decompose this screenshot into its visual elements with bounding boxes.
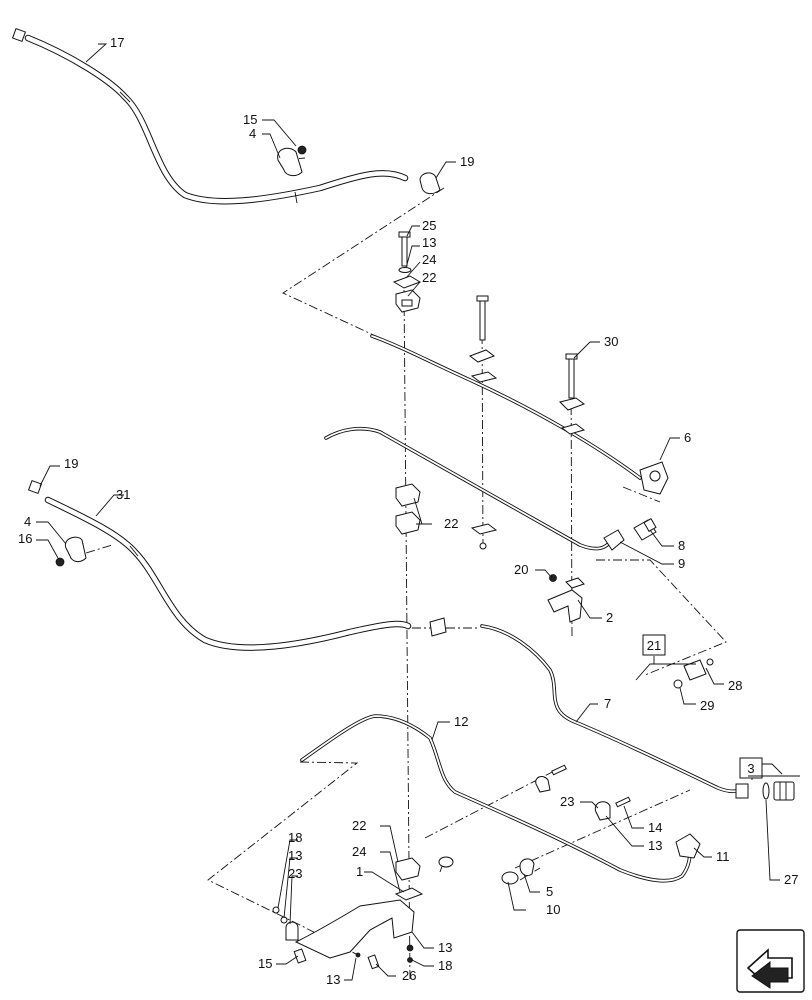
tube-6 (370, 334, 669, 495)
callout-19-lower: 19 (64, 456, 78, 471)
tube-12 (300, 714, 692, 883)
next-page-button[interactable] (736, 929, 805, 993)
callout-31: 31 (116, 487, 130, 502)
blocks-22-middle (395, 483, 421, 535)
tube-31 (27, 479, 447, 651)
fittings-3-group (762, 781, 795, 801)
group-box-21: 21 (635, 634, 696, 681)
callout-11: 11 (716, 849, 730, 864)
tube-7 (480, 624, 749, 799)
callout-6: 6 (684, 430, 691, 445)
callout-10: 10 (546, 902, 560, 917)
leader-lines (36, 43, 780, 981)
callout-27: 27 (784, 872, 798, 887)
callout-16: 16 (18, 531, 32, 546)
center-bolt-stack (468, 295, 498, 550)
callout-18-bottom: 18 (438, 958, 452, 973)
callout-2: 2 (606, 610, 613, 625)
callout-1: 1 (356, 864, 363, 879)
bolt-30-stack (559, 353, 586, 435)
tube-9 (324, 426, 625, 551)
clip-19-upper (419, 172, 441, 195)
callout-24-bottom: 24 (352, 844, 366, 859)
callout-13-right: 13 (648, 838, 662, 853)
callout-14: 14 (648, 820, 662, 835)
callout-24-top: 24 (422, 252, 436, 267)
callout-17: 17 (110, 35, 124, 50)
callout-30: 30 (604, 334, 618, 349)
callout-26: 26 (402, 968, 416, 983)
callout-7: 7 (604, 696, 611, 711)
callout-13-bottom: 13 (438, 940, 452, 955)
callout-5: 5 (546, 884, 553, 899)
top-fastener-stack (392, 231, 422, 313)
clamp-4-upper (277, 145, 307, 177)
callout-23-right: 23 (560, 794, 574, 809)
callout-20: 20 (514, 562, 528, 577)
callout-13-left: 13 (288, 848, 302, 863)
callout-4-upper: 4 (249, 126, 256, 141)
callout-8: 8 (678, 538, 685, 553)
callout-22-middle: 22 (444, 516, 458, 531)
bottom-bracket-assembly (272, 857, 424, 970)
callout-numbers: 17 15 4 19 25 13 24 22 30 6 19 31 4 16 2… (18, 35, 798, 987)
callout-4-lower: 4 (24, 514, 31, 529)
callout-3-label: 3 (747, 761, 754, 776)
bracket-2 (547, 574, 585, 623)
callout-15-upper: 15 (243, 112, 257, 127)
callout-13-top: 13 (422, 235, 436, 250)
callout-21-label: 21 (647, 638, 661, 653)
callout-29: 29 (700, 698, 714, 713)
fitting-8 (633, 517, 657, 541)
callout-12: 12 (454, 714, 468, 729)
fitting-11 (675, 833, 701, 859)
fittings-21-group (673, 658, 714, 689)
callout-13-lower: 13 (326, 972, 340, 987)
callout-19-upper: 19 (460, 154, 474, 169)
callout-25: 25 (422, 218, 436, 233)
group-box-3: 3 (739, 757, 800, 780)
callout-28: 28 (728, 678, 742, 693)
callout-22-bottom: 22 (352, 818, 366, 833)
callout-22-top: 22 (422, 270, 436, 285)
callout-9: 9 (678, 556, 685, 571)
tube-17 (11, 27, 409, 205)
clamp-4-lower (55, 536, 87, 567)
next-page-arrow-icon (746, 948, 793, 989)
small-hardware (438, 764, 631, 885)
callout-15-lower: 15 (258, 956, 272, 971)
callout-23-left: 23 (288, 866, 302, 881)
callout-18-left: 18 (288, 830, 302, 845)
